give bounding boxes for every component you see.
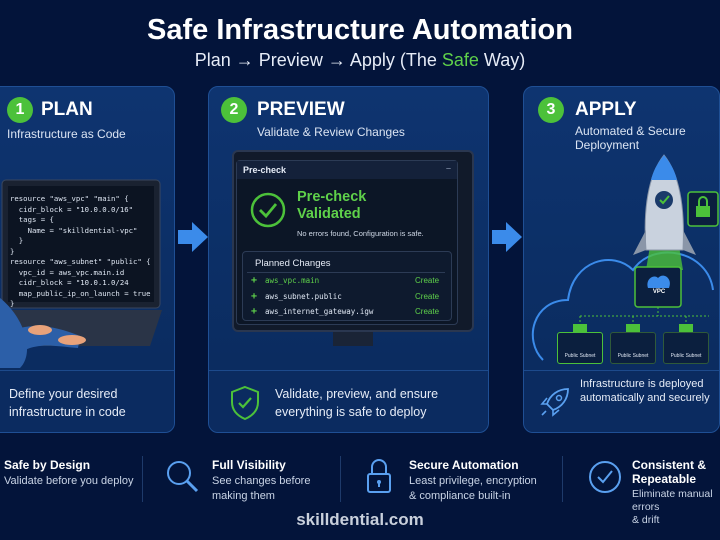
step-title: APPLY (575, 99, 637, 120)
code-line: } (10, 299, 15, 308)
status-line: Validated (297, 206, 361, 222)
step-title: PREVIEW (257, 99, 345, 120)
step-subtitle: Infrastructure as Code (7, 127, 126, 141)
feature-desc-line: Validate before you deploy (4, 475, 134, 487)
step-subtitle: Automated & Secure Deployment (575, 124, 686, 152)
rocket-icon (540, 388, 569, 417)
step-footer-text: Validate, preview, and ensure everything … (275, 385, 438, 421)
arrow-right-icon (178, 222, 208, 252)
footer-line: Validate, preview, and ensure (275, 387, 439, 401)
feature-safe-by-design: Safe by Design Validate before you deplo… (4, 458, 138, 489)
step-title: PLAN (41, 99, 93, 120)
feature-desc: Validate before you deploy (4, 474, 138, 489)
feature-desc: Least privilege, encryption & compliance … (409, 474, 554, 504)
code-line: Name = "skilldential-vpc" (10, 225, 138, 235)
subtitle-text-end: Way) (478, 50, 526, 70)
change-resource: aws_vpc.main (265, 276, 320, 286)
divider (562, 456, 563, 502)
page-subtitle: Plan → Preview → Apply (The Safe Way) (0, 50, 720, 71)
plus-icon: + (251, 275, 258, 287)
planned-changes-title: Planned Changes (247, 252, 445, 273)
code-line: } (10, 236, 24, 245)
minimize-icon[interactable]: – (445, 163, 451, 173)
feature-secure-automation: Secure Automation Least privilege, encry… (409, 458, 554, 504)
change-resource: aws_internet_gateway.igw (265, 307, 374, 317)
subtitle-text: Plan → Preview → Apply (The (194, 50, 442, 70)
change-resource: aws_subnet.public (265, 291, 342, 301)
subnet-box: Public Subnet (610, 332, 656, 364)
feature-title: Safe by Design (4, 458, 91, 472)
step-footer: Infrastructure is deployed automatically … (524, 370, 719, 432)
footer-line: Infrastructure is deployed (580, 378, 704, 390)
terraform-code: resource "aws_vpc" "main" { cidr_block =… (10, 194, 151, 310)
footer-line: infrastructure in code (9, 405, 126, 419)
step-footer-text: Infrastructure is deployed automatically … (580, 377, 716, 405)
feature-desc-line: & drift (632, 514, 660, 526)
monitor-stand (333, 332, 373, 346)
step-number: 1 (7, 97, 33, 123)
feature-desc: See changes before making them (212, 474, 310, 504)
feature-desc: Eliminate manual errors& drift (632, 488, 718, 527)
footer-line: automatically and securely (580, 392, 710, 404)
step-footer: Define your desired infrastructure in cod… (0, 370, 174, 432)
plus-icon: + (251, 306, 258, 318)
page-title: Safe Infrastructure Automation (147, 14, 573, 46)
divider (142, 456, 143, 502)
footer-line: everything is safe to deploy (275, 405, 427, 419)
code-line: cidr_block = "10.0.1.0/24 (10, 278, 129, 287)
subtitle-accent: Safe (441, 50, 479, 70)
feature-title: Consistent & Repeatable (632, 458, 707, 486)
subnet-box: Public Subnet (663, 332, 709, 364)
status-line: Pre-check (297, 189, 367, 205)
plus-icon: + (251, 290, 258, 302)
change-row: + aws_vpc.main Create (243, 273, 451, 289)
step-subtitle: Validate & Review Changes (257, 125, 405, 139)
change-row: + aws_subnet.public Create (243, 289, 451, 305)
shield-check-icon (231, 385, 259, 421)
change-action: Create (415, 291, 440, 301)
feature-title: Secure Automation (409, 458, 519, 472)
arrow-right-icon (492, 222, 522, 252)
feature-desc-line: Eliminate manual errors (632, 488, 713, 513)
cloud-deployment-illustration (531, 154, 719, 361)
divider (340, 456, 341, 502)
window-header: Pre-check – (237, 161, 457, 179)
change-action: Create (415, 307, 440, 317)
change-row: + aws_internet_gateway.igw Create (243, 304, 451, 320)
feature-full-visibility: Full Visibility See changes before making… (212, 458, 310, 504)
change-action: Create (415, 276, 440, 286)
feature-desc-line: Least privilege, encryption (409, 475, 537, 487)
subnet-box: Public Subnet (557, 332, 603, 364)
window-title: Pre-check (243, 165, 287, 175)
code-line: resource "aws_subnet" "public" { (10, 257, 151, 266)
step-number: 3 (538, 97, 564, 123)
laptop-illustration (0, 179, 162, 368)
step-number: 2 (221, 97, 247, 123)
feature-title: Full Visibility (212, 458, 286, 472)
code-line: map_public_ip_on_launch = true (10, 288, 151, 298)
magnifier-icon (167, 461, 199, 493)
step-apply-card: 3 APPLY Automated & Secure Deployment In… (523, 86, 720, 433)
step-footer-text: Define your desired infrastructure in cod… (9, 385, 126, 421)
code-line: cidr_block = "10.0.0.0/16" (10, 204, 134, 214)
precheck-message: No errors found, Configuration is safe. (297, 229, 424, 238)
code-line: resource "aws_vpc" "main" { (10, 194, 129, 203)
feature-desc-line: & compliance built-in (409, 490, 511, 502)
feature-desc-line: See changes before (212, 475, 311, 487)
feature-desc-line: making them (212, 490, 275, 502)
check-circle-icon (589, 461, 621, 493)
vpc-label: VPC (652, 289, 666, 295)
lock-icon (367, 459, 391, 493)
code-line: vpc_id = aws_vpc.main.id (10, 267, 125, 277)
check-circle-icon (250, 192, 286, 228)
code-line: } (10, 246, 15, 256)
feature-consistent: Consistent & Repeatable Eliminate manual… (632, 458, 718, 527)
step-footer: Validate, preview, and ensure everything … (209, 370, 488, 432)
footer-line: Define your desired (9, 387, 118, 401)
code-line: tags = { (10, 215, 54, 224)
brand-url: skilldential.com (296, 510, 424, 529)
